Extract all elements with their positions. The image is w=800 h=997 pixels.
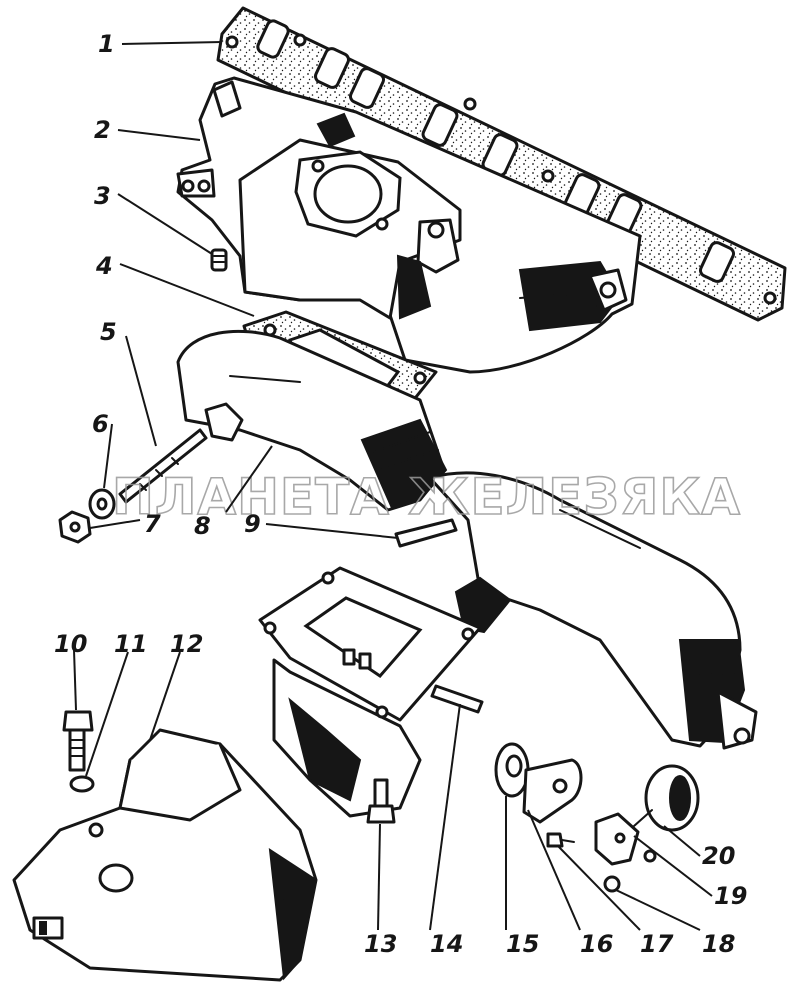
- heat-box-flange: [258, 566, 482, 818]
- exhaust-manifold: [176, 76, 642, 374]
- callout-1: 1: [98, 30, 115, 58]
- callout-2: 2: [94, 116, 111, 144]
- callout-14: 14: [430, 930, 463, 958]
- heat-shield-cover-12: [12, 728, 318, 982]
- shaft-14: [430, 684, 484, 714]
- counterweight-20: [633, 764, 700, 832]
- nut-7: [58, 510, 92, 544]
- lock-washer-11: [69, 775, 95, 793]
- bolt-10: [62, 710, 94, 772]
- callout-10: 10: [54, 630, 87, 658]
- intake-pipe-upper: [176, 329, 448, 512]
- lever-bracket-19: [594, 812, 657, 866]
- callout-18: 18: [702, 930, 735, 958]
- callout-19: 19: [714, 882, 747, 910]
- callout-labels: 1 2 3 4 5 6 7 8 9 10 11 12 13 14 15 16 1…: [54, 30, 747, 958]
- intake-pipe-lower: [428, 471, 758, 750]
- stud-5: [118, 428, 208, 504]
- callout-11: 11: [114, 630, 147, 658]
- callout-7: 7: [144, 510, 161, 538]
- callout-20: 20: [702, 842, 735, 870]
- callout-4: 4: [95, 252, 113, 280]
- callout-15: 15: [506, 930, 539, 958]
- callout-3: 3: [94, 182, 111, 210]
- watermark-text: ПЛАНЕТА ЖЕЛЕЗЯКА: [112, 468, 741, 526]
- pin-9: [394, 518, 458, 548]
- callout-12: 12: [170, 630, 203, 658]
- callout-6: 6: [92, 410, 109, 438]
- screw-17: [546, 832, 575, 848]
- stud-3: [210, 248, 228, 272]
- callout-8: 8: [194, 512, 211, 540]
- callout-5: 5: [100, 318, 117, 346]
- damper-plate-16: [522, 758, 583, 824]
- nut-18: [603, 875, 621, 893]
- damper-disc-15: [494, 742, 530, 798]
- callout-13: 13: [364, 930, 397, 958]
- callout-9: 9: [244, 510, 261, 538]
- washer-6: [88, 488, 116, 520]
- callout-17: 17: [640, 930, 674, 958]
- bolt-13: [366, 778, 396, 824]
- leader-lines: [73, 41, 713, 931]
- callout-16: 16: [580, 930, 613, 958]
